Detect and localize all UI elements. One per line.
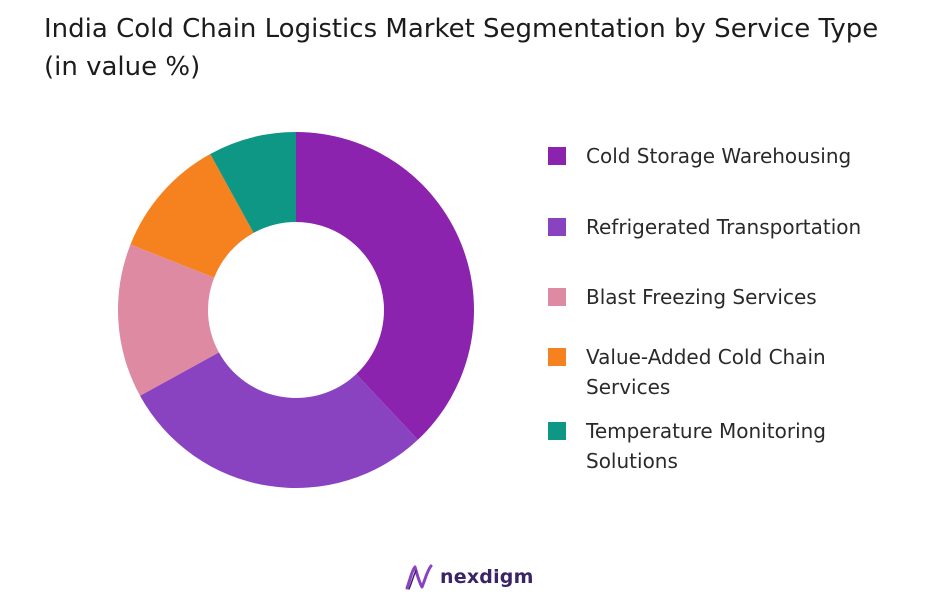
legend-item-3: Blast Freezing Services — [548, 282, 876, 312]
brand-name: nexdigm — [440, 566, 534, 588]
legend-swatch — [548, 218, 566, 236]
brand-footer: nexdigm — [404, 562, 534, 592]
legend-item-5: Temperature Monitoring Solutions — [548, 416, 876, 476]
legend-label: Temperature Monitoring Solutions — [586, 419, 826, 473]
donut-slice-1 — [296, 132, 474, 440]
legend-label: Cold Storage Warehousing — [586, 144, 852, 168]
donut-slice-4 — [130, 154, 254, 278]
legend-item-4: Value-Added Cold Chain Services — [548, 342, 876, 402]
legend-label: Refrigerated Transportation — [586, 215, 862, 239]
legend-item-2: Refrigerated Transportation — [548, 212, 876, 242]
donut-slice-3 — [118, 244, 219, 396]
donut-slice-2 — [140, 352, 418, 489]
nexdigm-logo-icon — [405, 564, 433, 590]
legend-swatch — [548, 288, 566, 306]
legend-swatch — [548, 348, 566, 366]
legend-label: Blast Freezing Services — [586, 285, 817, 309]
donut-slice-5 — [210, 132, 296, 233]
legend-label: Value-Added Cold Chain Services — [586, 345, 826, 399]
legend-swatch — [548, 147, 566, 165]
legend-swatch — [548, 422, 566, 440]
legend-item-1: Cold Storage Warehousing — [548, 141, 876, 171]
chart-title: India Cold Chain Logistics Market Segmen… — [44, 14, 879, 82]
